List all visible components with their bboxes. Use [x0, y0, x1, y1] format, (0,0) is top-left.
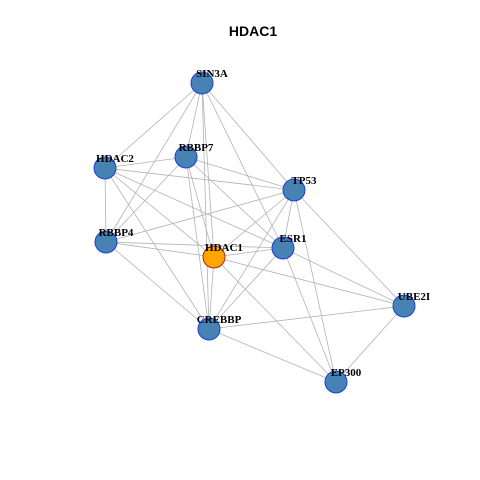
edge-sin3a-rbbp4 [105, 82, 203, 243]
node-rbbp7[interactable] [174, 145, 198, 169]
edge-hdac1-esr1 [213, 247, 284, 258]
edge-rbbp4-crebbp [105, 241, 210, 330]
node-ep300[interactable] [324, 370, 348, 394]
edge-layer [104, 82, 405, 383]
edge-tp53-crebbp [208, 189, 295, 330]
edge-rbbp4-esr1 [105, 241, 284, 249]
edge-hdac2-rbbp4 [104, 167, 107, 243]
edge-tp53-ep300 [293, 189, 337, 383]
edge-esr1-ube2i [282, 247, 405, 307]
edge-sin3a-crebbp [201, 82, 210, 330]
edge-hdac2-tp53 [104, 167, 295, 191]
edge-sin3a-esr1 [201, 82, 284, 249]
edge-sin3a-hdac2 [104, 82, 203, 169]
node-crebbp[interactable] [197, 317, 221, 341]
node-sin3a[interactable] [190, 71, 214, 95]
edge-crebbp-ep300 [208, 328, 337, 383]
edge-rbbp7-crebbp [185, 156, 210, 330]
edge-rbbp7-hdac1 [185, 156, 215, 258]
node-hdac2[interactable] [93, 156, 117, 180]
node-label-esr1: ESR1 [280, 233, 307, 245]
edge-hdac2-hdac1 [104, 167, 215, 258]
node-rbbp4[interactable] [94, 230, 118, 254]
edge-esr1-ep300 [282, 247, 337, 383]
edge-hdac2-crebbp [104, 167, 210, 330]
edge-hdac1-crebbp [208, 256, 215, 330]
node-label-rbbp7: RBBP7 [179, 142, 214, 154]
edge-ube2i-ep300 [335, 305, 405, 383]
edge-ube2i-crebbp [208, 305, 405, 330]
graph-title: HDAC1 [229, 23, 277, 39]
node-label-ube2i: UBE2I [398, 291, 430, 303]
edge-sin3a-hdac1 [201, 82, 215, 258]
edge-esr1-crebbp [208, 247, 284, 330]
node-label-rbbp4: RBBP4 [99, 227, 134, 239]
node-layer [93, 71, 416, 394]
edge-tp53-rbbp4 [105, 189, 295, 243]
edge-hdac1-ube2i [213, 256, 405, 307]
edge-sin3a-tp53 [201, 82, 295, 191]
edge-rbbp7-tp53 [185, 156, 295, 191]
edge-rbbp4-hdac1 [105, 241, 215, 258]
node-label-hdac1: HDAC1 [205, 242, 243, 254]
node-label-ep300: EP300 [331, 367, 362, 379]
node-label-sin3a: SIN3A [196, 68, 228, 80]
edge-tp53-ube2i [293, 189, 405, 307]
node-hdac1[interactable] [202, 245, 226, 269]
edge-hdac2-esr1 [104, 167, 284, 249]
node-ube2i[interactable] [392, 294, 416, 318]
node-label-crebbp: CREBBP [197, 314, 242, 326]
node-tp53[interactable] [282, 178, 306, 202]
edge-hdac2-rbbp7 [104, 156, 187, 169]
edge-hdac1-ep300 [213, 256, 337, 383]
node-label-tp53: TP53 [291, 175, 317, 187]
edge-rbbp7-rbbp4 [105, 156, 187, 243]
node-label-hdac2: HDAC2 [96, 153, 134, 165]
edge-rbbp7-esr1 [185, 156, 284, 249]
edge-sin3a-rbbp7 [185, 82, 203, 158]
node-esr1[interactable] [271, 236, 295, 260]
